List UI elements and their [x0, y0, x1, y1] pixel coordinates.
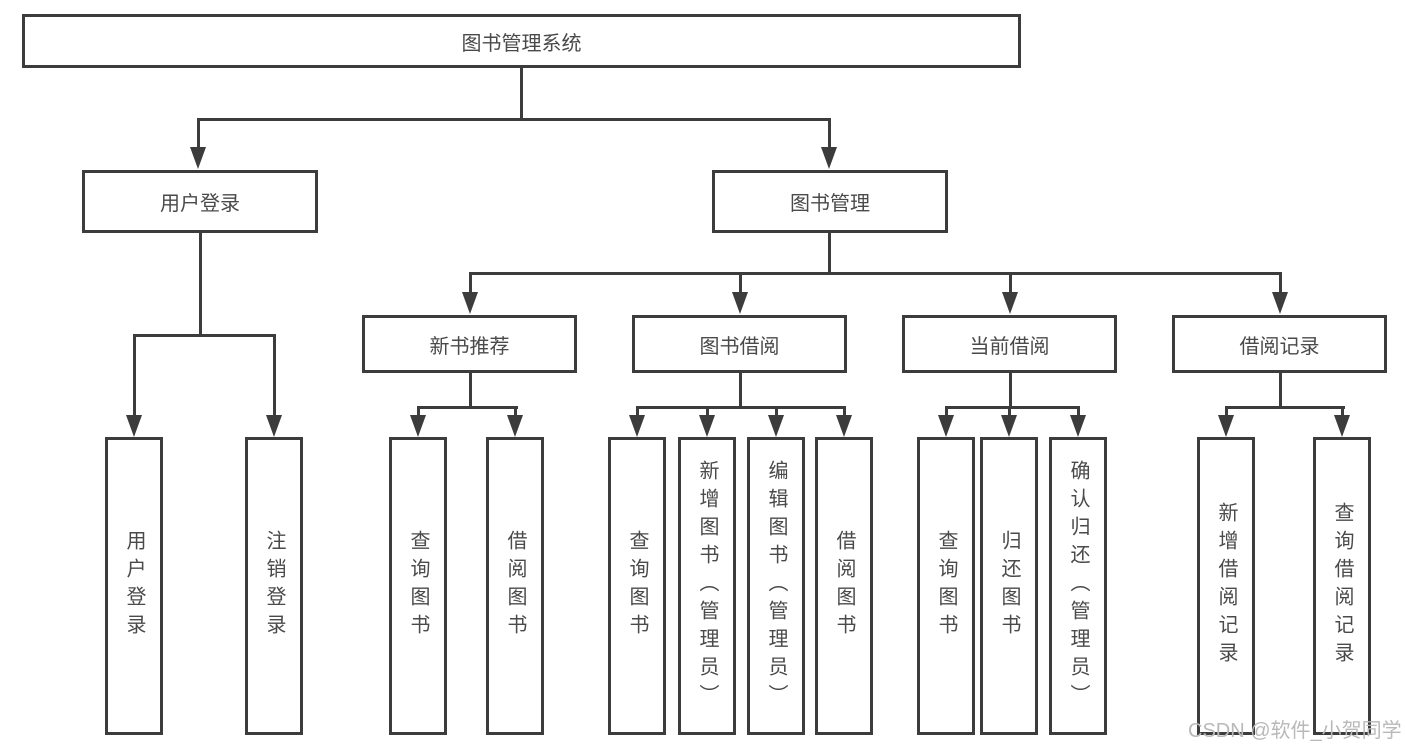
connector-root-drop-right — [828, 118, 831, 151]
leaf-records-query-record: 查询借阅记录 — [1313, 437, 1371, 735]
connector-bookborrow-drop-2 — [706, 406, 709, 417]
connector-bookborrow-drop-4 — [843, 406, 846, 417]
connector-currentborrow-drop-3 — [1077, 406, 1080, 417]
leaf-borrow-query-books: 查询图书 — [608, 437, 666, 735]
arrow-to-book-borrow — [732, 292, 748, 314]
connector-root-bar — [197, 118, 831, 121]
arrow-to-br-query — [1334, 415, 1350, 437]
connector-bookborrow-stem — [739, 371, 742, 408]
arrow-to-bb-query — [629, 415, 645, 437]
connector-currentborrow-drop-2 — [1008, 406, 1011, 417]
node-root-title: 图书管理系统 — [22, 14, 1021, 68]
connector-bookmgmt-drop-2 — [739, 272, 742, 295]
connector-userlogin-stem — [199, 231, 202, 336]
leaf-newbooks-borrow-books: 借阅图书 — [486, 437, 544, 735]
arrow-to-new-book-recommend — [462, 292, 478, 314]
arrow-to-cb-return — [1001, 415, 1017, 437]
arrow-to-cb-confirm — [1070, 415, 1086, 437]
leaf-records-add-record: 新增借阅记录 — [1197, 437, 1255, 735]
node-book-management: 图书管理 — [712, 170, 948, 233]
connector-root-stem — [520, 66, 523, 120]
node-current-borrow: 当前借阅 — [902, 315, 1117, 373]
connector-bookmgmt-drop-1 — [469, 272, 472, 295]
connector-bookborrow-bar — [636, 406, 846, 409]
arrow-to-bb-borrow — [836, 415, 852, 437]
arrow-to-login — [126, 415, 142, 437]
connector-bookmgmt-drop-4 — [1279, 272, 1282, 295]
arrow-to-book-management — [821, 147, 837, 169]
leaf-logout: 注销登录 — [245, 437, 303, 735]
connector-records-drop-1 — [1225, 406, 1228, 417]
arrow-to-cb-query — [938, 415, 954, 437]
connector-records-drop-2 — [1341, 406, 1344, 417]
arrow-to-user-login — [190, 147, 206, 169]
connector-root-drop-left — [197, 118, 200, 151]
arrow-to-logout — [266, 415, 282, 437]
leaf-newbooks-query-books: 查询图书 — [389, 437, 447, 735]
node-borrow-records: 借阅记录 — [1172, 315, 1387, 373]
leaf-user-login: 用户登录 — [105, 437, 163, 735]
leaf-borrow-add-books-admin: 新增图书（管理员） — [678, 437, 736, 735]
connector-currentborrow-drop-1 — [945, 406, 948, 417]
csdn-watermark: CSDN @软件_小贺同学 — [1188, 720, 1402, 742]
connector-newbooks-stem — [469, 371, 472, 408]
arrow-to-br-add — [1218, 415, 1234, 437]
connector-bookmgmt-bar — [469, 272, 1282, 275]
connector-userlogin-drop-left — [133, 334, 136, 418]
leaf-current-confirm-return-admin: 确认归还（管理员） — [1049, 437, 1107, 735]
connector-currentborrow-stem — [1009, 371, 1012, 408]
leaf-borrow-borrow-books: 借阅图书 — [815, 437, 873, 735]
arrow-to-current-borrow — [1002, 292, 1018, 314]
node-user-login: 用户登录 — [82, 170, 318, 233]
connector-bookmgmt-drop-3 — [1009, 272, 1012, 295]
connector-bookborrow-drop-3 — [775, 406, 778, 417]
connector-bookmgmt-stem — [828, 231, 831, 274]
node-book-borrow: 图书借阅 — [632, 315, 847, 373]
arrow-to-borrow-records — [1272, 292, 1288, 314]
arrow-to-nb-query — [410, 415, 426, 437]
connector-currentborrow-bar — [945, 406, 1080, 409]
arrow-to-bb-edit — [768, 415, 784, 437]
leaf-current-return-books: 归还图书 — [980, 437, 1038, 735]
arrow-to-bb-add — [699, 415, 715, 437]
leaf-current-query-books: 查询图书 — [917, 437, 975, 735]
connector-newbooks-drop-1 — [417, 406, 420, 417]
arrow-to-nb-borrow — [507, 415, 523, 437]
leaf-borrow-edit-books-admin: 编辑图书（管理员） — [747, 437, 805, 735]
node-new-book-recommend: 新书推荐 — [362, 315, 577, 373]
connector-newbooks-bar — [417, 406, 518, 409]
connector-records-stem — [1279, 371, 1282, 408]
connector-userlogin-drop-right — [273, 334, 276, 418]
connector-records-bar — [1225, 406, 1345, 409]
connector-bookborrow-drop-1 — [636, 406, 639, 417]
connector-userlogin-bar — [133, 334, 276, 337]
connector-newbooks-drop-2 — [514, 406, 517, 417]
